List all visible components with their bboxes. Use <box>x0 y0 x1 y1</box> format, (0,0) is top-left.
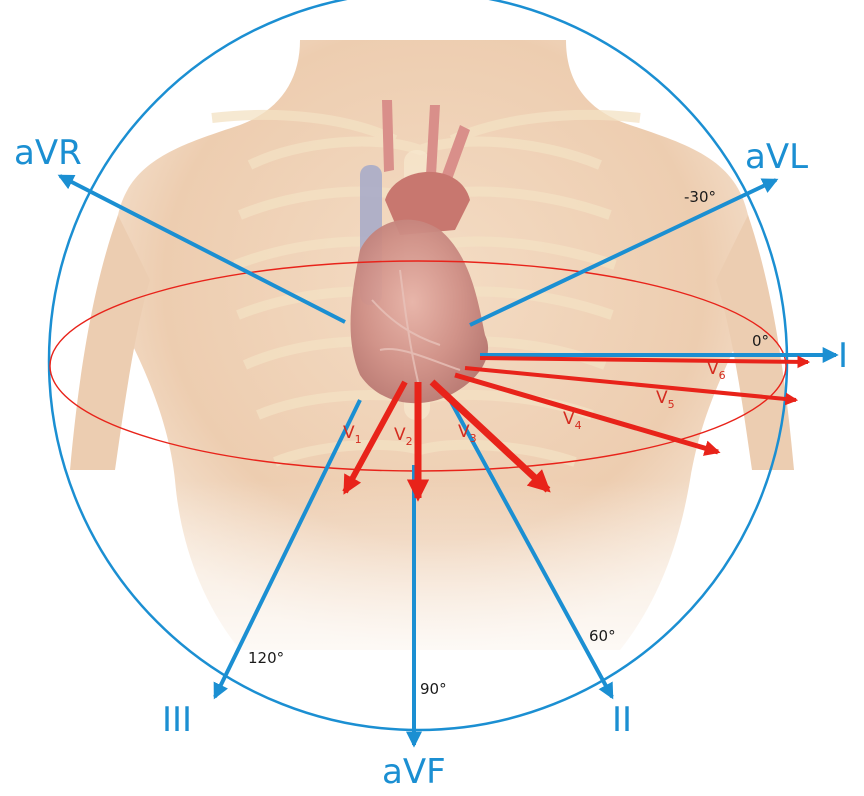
heart <box>350 219 489 404</box>
limb-lead-axes <box>57 174 839 748</box>
right-arm <box>716 215 794 470</box>
precordial-arrow-V3 <box>429 379 551 493</box>
limb-axis-aVL <box>469 178 779 327</box>
angle-label-minus30: -30° <box>684 188 716 206</box>
precordial-lead-arrows <box>342 355 811 502</box>
limb-axis-II <box>448 399 614 700</box>
precordial-labels: V1 V2 V3 V4 V5 V6 <box>343 359 726 448</box>
precordial-label-V2: V2 <box>394 425 413 448</box>
lead-label-aVF: aVF <box>382 752 446 792</box>
limb-axis-aVR <box>57 174 346 324</box>
precordial-label-V3: V3 <box>458 422 477 445</box>
precordial-label-V6: V6 <box>707 359 726 382</box>
angle-labels: -30° 0° 60° 90° 120° <box>248 188 769 698</box>
precordial-label-V5: V5 <box>656 388 675 411</box>
left-arm <box>70 215 150 470</box>
lead-label-aVR: aVR <box>14 133 82 173</box>
lead-label-aVL: aVL <box>745 137 808 177</box>
precordial-label-V4: V4 <box>563 409 582 432</box>
lead-label-III: III <box>162 700 192 740</box>
angle-label-120: 120° <box>248 649 284 667</box>
precordial-label-V1: V1 <box>343 423 362 446</box>
precordial-arrow-V5 <box>464 366 799 406</box>
lead-label-II: II <box>612 700 632 740</box>
limb-axis-III <box>213 399 362 700</box>
heart-illustration <box>350 100 489 404</box>
limb-lead-labels: aVR aVL I II aVF III <box>14 133 848 792</box>
precordial-arrow-V1 <box>342 380 408 495</box>
precordial-arrow-V4 <box>454 372 721 456</box>
precordial-arrow-V6 <box>479 355 811 369</box>
angle-label-90: 90° <box>420 680 447 698</box>
angle-label-0: 0° <box>752 332 769 350</box>
angle-label-60: 60° <box>589 627 616 645</box>
lead-label-I: I <box>838 336 848 376</box>
